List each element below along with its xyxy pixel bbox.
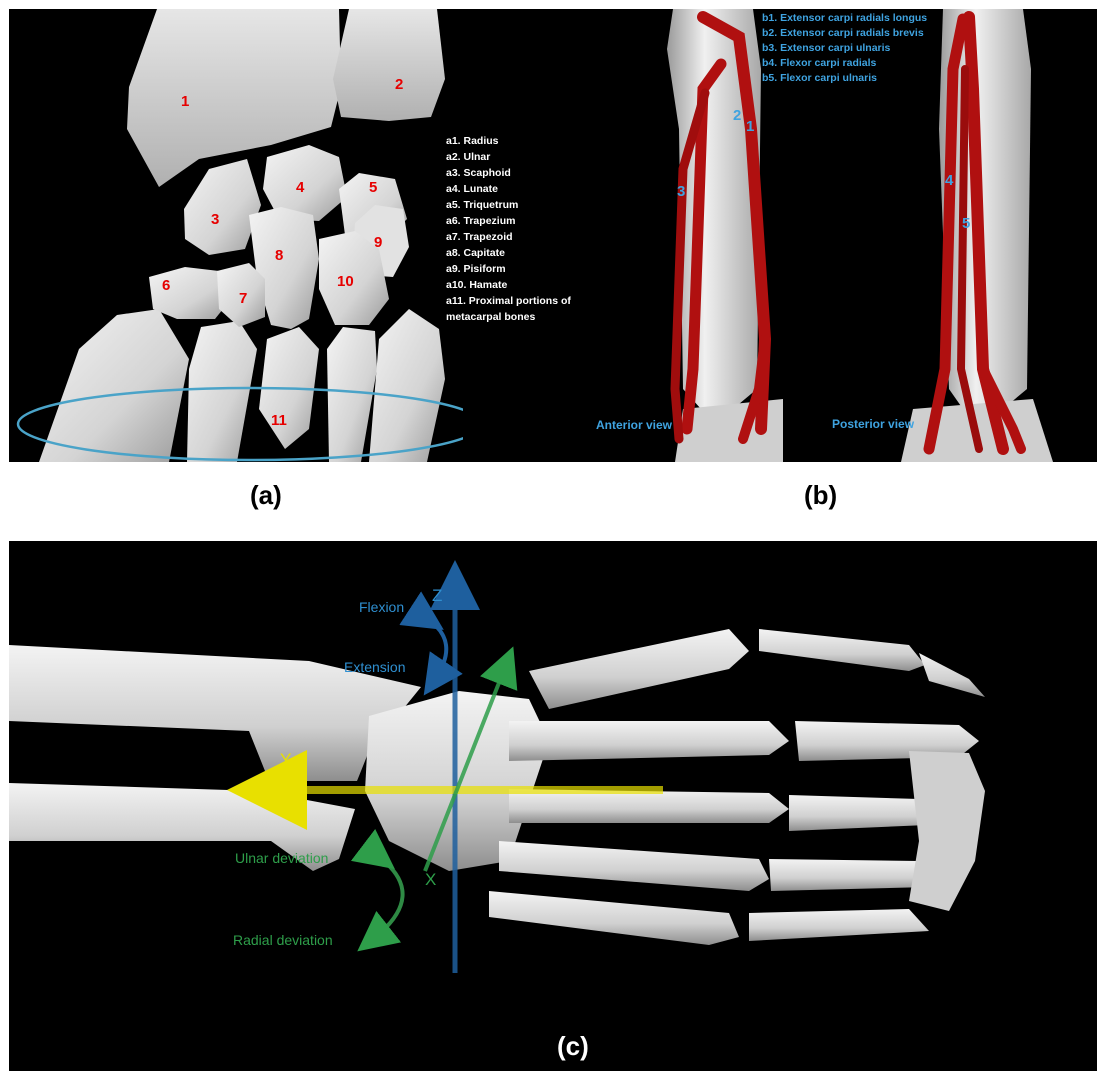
finger-little-distal <box>749 909 929 941</box>
panel-c-wrist-axes: Z Y X Flexion Extension Ulnar deviation … <box>9 541 1097 1071</box>
bone-number-2: 2 <box>395 76 403 93</box>
bone-number-5: 5 <box>369 179 377 196</box>
metacarpal-2 <box>187 321 257 462</box>
metacarpal-4 <box>327 327 377 462</box>
bone-number-3: 3 <box>211 211 219 228</box>
thumb-metacarpal <box>529 629 749 709</box>
legend-item: b1. Extensor carpi radials longus <box>762 11 927 26</box>
panel-a-carpal-bones: 1 2 3 4 5 6 7 8 9 10 11 a1. Radius a2. U… <box>9 9 463 462</box>
legend-item: a2. Ulnar <box>446 149 571 165</box>
legend-item: a11. Proximal portions of <box>446 293 571 309</box>
bone-number-4: 4 <box>296 179 304 196</box>
finger-middle <box>509 789 789 823</box>
hand-axes-illustration <box>9 541 1097 1071</box>
radial-deviation-label: Radial deviation <box>233 932 333 948</box>
legend-item: a4. Lunate <box>446 181 571 197</box>
bone-number-6: 6 <box>162 277 170 294</box>
finger-ring-distal <box>769 859 929 891</box>
metacarpal-5 <box>369 309 445 462</box>
muscle-number-2: 2 <box>733 107 741 124</box>
caption-c: (c) <box>557 1031 589 1062</box>
finger-little <box>489 891 739 945</box>
flexion-extension-arrow <box>427 619 446 679</box>
scaphoid-bone <box>184 159 261 255</box>
legend-item: b3. Extensor carpi ulnaris <box>762 41 927 56</box>
legend-item: a8. Capitate <box>446 245 571 261</box>
ulna-bone <box>333 9 445 121</box>
ulnar-deviation-label: Ulnar deviation <box>235 850 328 866</box>
z-axis-label: Z <box>432 586 442 606</box>
posterior-view-label: Posterior view <box>832 417 914 431</box>
muscle-number-4: 4 <box>945 172 953 189</box>
panel-b-legend: b1. Extensor carpi radials longus b2. Ex… <box>762 11 927 86</box>
legend-item: a10. Hamate <box>446 277 571 293</box>
legend-item: a7. Trapezoid <box>446 229 571 245</box>
y-axis-label: Y <box>280 750 291 770</box>
legend-item: a3. Scaphoid <box>446 165 571 181</box>
legend-item: b5. Flexor carpi ulnaris <box>762 71 927 86</box>
muscle-number-1: 1 <box>746 118 754 135</box>
legend-item: b4. Flexor carpi radials <box>762 56 927 71</box>
legend-item: metacarpal bones <box>446 309 571 325</box>
thumb-tip <box>919 653 985 697</box>
deviation-arrow <box>373 857 403 939</box>
finger-index <box>509 721 789 761</box>
metacarpal-1 <box>39 309 189 462</box>
bone-number-7: 7 <box>239 290 247 307</box>
legend-item: a1. Radius <box>446 133 571 149</box>
caption-b: (b) <box>804 480 837 511</box>
extension-label: Extension <box>344 659 405 675</box>
anterior-view-label: Anterior view <box>596 418 672 432</box>
panel-a-legend-overlay: a1. Radius a2. Ulnar a3. Scaphoid a4. Lu… <box>446 133 571 325</box>
legend-item: a5. Triquetrum <box>446 197 571 213</box>
legend-item: a6. Trapezium <box>446 213 571 229</box>
x-axis-label: X <box>425 870 436 890</box>
thumb-phalanx <box>759 629 925 671</box>
caption-a: (a) <box>250 480 282 511</box>
finger-ring <box>499 841 769 891</box>
bone-number-8: 8 <box>275 247 283 264</box>
fingertips-cluster <box>909 751 985 911</box>
finger-middle-distal <box>789 795 927 831</box>
bone-number-9: 9 <box>374 234 382 251</box>
legend-item: a9. Pisiform <box>446 261 571 277</box>
flexion-label: Flexion <box>359 599 404 615</box>
bone-number-10: 10 <box>337 273 354 290</box>
panel-b-forearm-muscles: b1. Extensor carpi radials longus b2. Ex… <box>583 9 1097 462</box>
muscle-number-5: 5 <box>962 215 970 232</box>
legend-item: b2. Extensor carpi radials brevis <box>762 26 927 41</box>
muscle-number-3: 3 <box>677 183 685 200</box>
bone-number-1: 1 <box>181 93 189 110</box>
bone-number-11: 11 <box>271 412 287 429</box>
